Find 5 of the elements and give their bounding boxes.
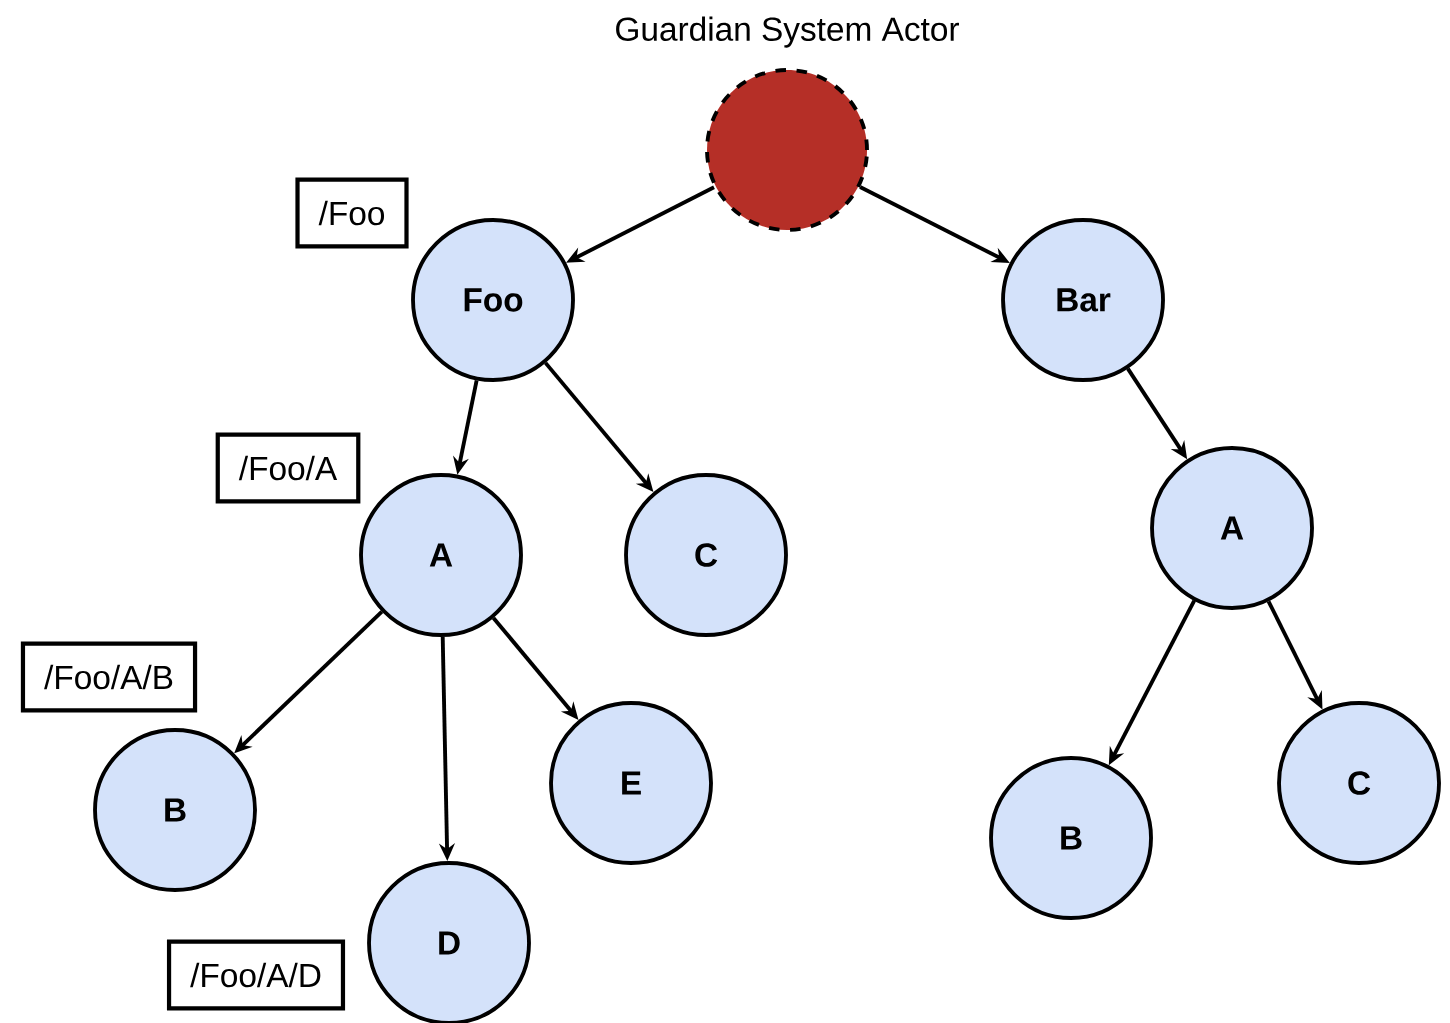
path-label: /Foo/A/D xyxy=(166,939,346,1011)
path-label: /Foo xyxy=(295,177,409,249)
node-heading: Guardian System Actor xyxy=(616,16,959,48)
path-label: /Foo/A/B xyxy=(20,641,198,713)
path-label: /Foo/A xyxy=(215,432,361,504)
